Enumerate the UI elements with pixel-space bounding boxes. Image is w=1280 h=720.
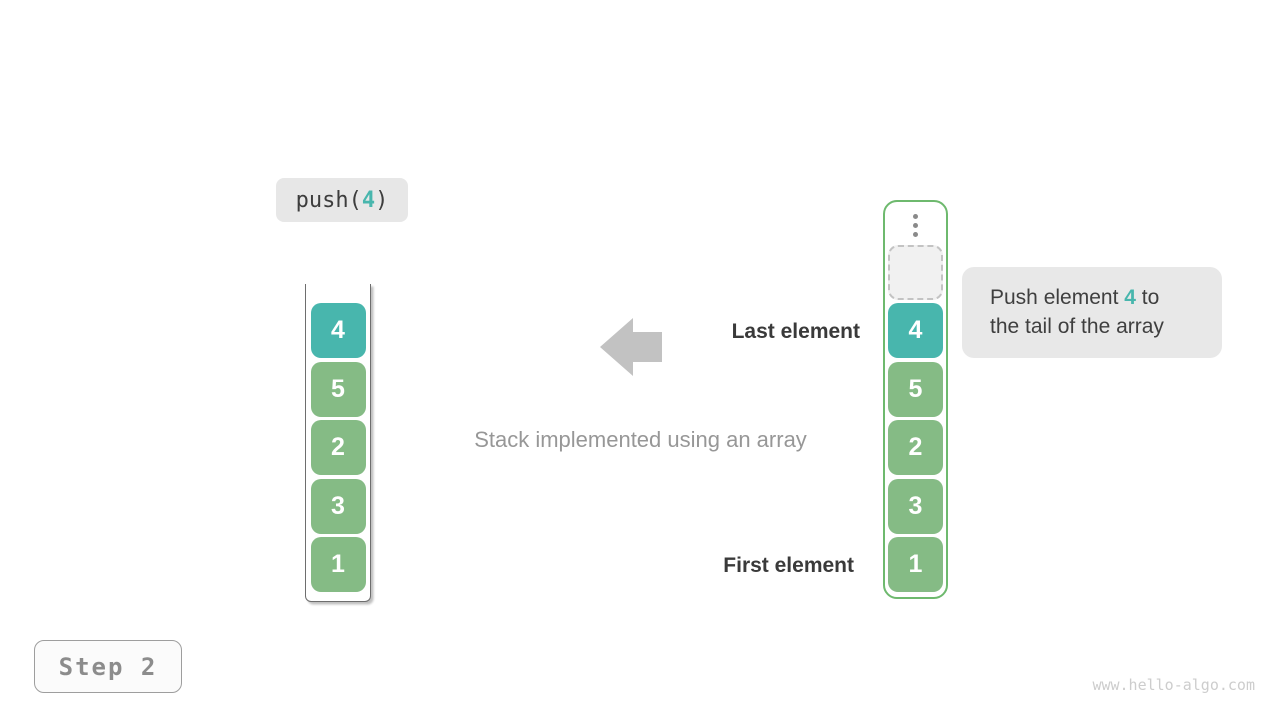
stack-cell: 2 xyxy=(310,420,366,475)
array-cell: 2 xyxy=(888,420,943,475)
callout-line1-before: Push element xyxy=(990,286,1125,309)
array-cell: 4 xyxy=(888,303,943,358)
stack-cell: 5 xyxy=(310,361,366,417)
push-call-arg: 4 xyxy=(361,187,376,213)
push-call-prefix: push( xyxy=(295,187,362,213)
dot xyxy=(913,214,918,219)
stack-cell: 3 xyxy=(310,478,366,534)
array-container: 4 5 2 3 1 xyxy=(883,200,948,599)
callout-line1-after: to xyxy=(1135,286,1160,309)
push-call-suffix: ) xyxy=(375,187,389,213)
diagram-caption: Stack implemented using an array xyxy=(474,427,807,452)
watermark: www.hello-algo.com xyxy=(1092,676,1255,694)
push-call-label: push(4) xyxy=(276,178,408,222)
stack-cell: 4 xyxy=(310,303,366,358)
callout-bubble: Push element 4 to the tail of the array xyxy=(962,267,1222,358)
step-badge: Step 2 xyxy=(34,640,182,693)
array-cell: 5 xyxy=(888,361,943,417)
callout-line2: the tail of the array xyxy=(990,315,1164,338)
stack-container: 4 5 2 3 1 xyxy=(305,284,371,602)
first-element-label: First element xyxy=(723,554,854,577)
stack-cell: 1 xyxy=(310,537,366,592)
array-cell: 3 xyxy=(888,478,943,534)
dot xyxy=(913,223,918,228)
callout-highlight-value: 4 xyxy=(1124,286,1136,309)
array-cell: 1 xyxy=(888,537,943,592)
ellipsis-icon xyxy=(913,214,918,237)
empty-slot xyxy=(888,244,943,300)
last-element-label: Last element xyxy=(731,320,860,343)
left-arrow-icon xyxy=(600,318,662,376)
dot xyxy=(913,232,918,237)
